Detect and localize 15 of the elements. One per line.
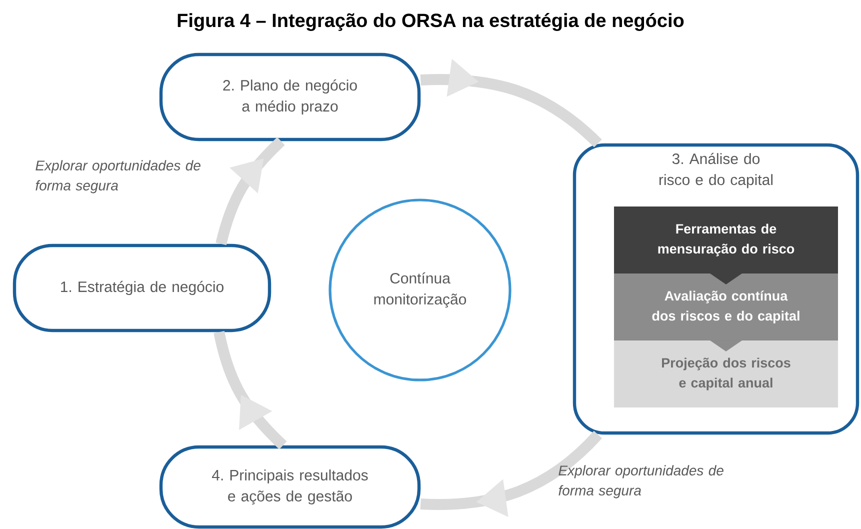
cycle-arrow: [420, 58, 602, 148]
process-box: 1. Estratégia de negócio: [12, 244, 272, 332]
cycle-arrow: [420, 430, 602, 517]
process-box: 4. Principais resultados e ações de gestão: [159, 445, 421, 529]
process-box: 2. Plano de negócio a médio prazo: [159, 52, 421, 142]
cycle-arrow: [216, 137, 285, 246]
chevron-arrow: [710, 273, 742, 284]
cycle-arrow: [214, 330, 287, 450]
chevron-arrow: [710, 340, 742, 352]
process-step: Ferramentas de mensuração do risco: [614, 206, 838, 274]
note: Explorar oportunidades de forma segura: [36, 160, 200, 194]
process-step: Projeção dos riscos e capital anual: [614, 340, 838, 408]
note: Explorar oportunidades de forma segura: [558, 465, 724, 498]
title: Figura 4 – Integração do ORSA na estratégia de negócio: [178, 13, 684, 31]
process-step: Avaliação contínua dos riscos e do capital: [614, 274, 838, 340]
